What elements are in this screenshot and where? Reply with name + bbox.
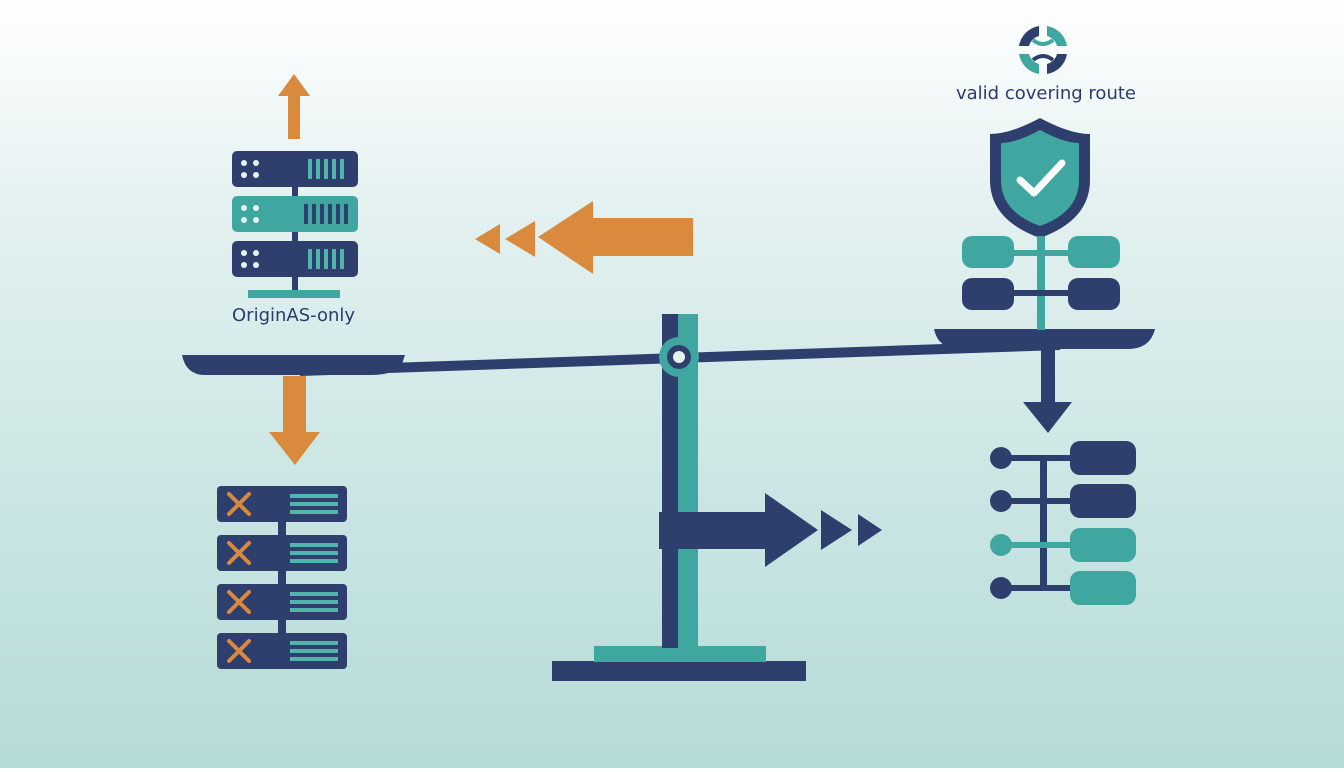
valid-covering-route-label: valid covering route bbox=[956, 83, 1136, 104]
circular-arrows-logo-icon bbox=[1019, 26, 1067, 74]
network-nodes-icon bbox=[962, 236, 1120, 330]
rejected-route-list bbox=[217, 486, 347, 669]
route-node-3 bbox=[990, 528, 1136, 562]
down-arrow-icon bbox=[1023, 349, 1072, 433]
rejected-item-1 bbox=[217, 486, 347, 522]
rejected-item-3 bbox=[217, 584, 347, 620]
rejected-item-2 bbox=[217, 535, 347, 571]
origin-as-only-label: OriginAS-only bbox=[232, 305, 356, 326]
route-tree-list bbox=[990, 441, 1136, 605]
down-arrow-icon bbox=[269, 376, 320, 465]
left-arrow-icon bbox=[475, 201, 693, 274]
scale-beam bbox=[182, 329, 1155, 377]
route-node-2 bbox=[990, 484, 1136, 518]
route-node-1 bbox=[990, 441, 1136, 475]
scale-stand bbox=[552, 314, 806, 681]
route-node-4 bbox=[990, 571, 1136, 605]
rejected-item-4 bbox=[217, 633, 347, 669]
up-arrow-icon bbox=[278, 74, 310, 139]
shield-check-icon bbox=[990, 118, 1090, 238]
right-arrow-icon bbox=[659, 493, 882, 567]
server-rack-icon bbox=[232, 151, 358, 298]
